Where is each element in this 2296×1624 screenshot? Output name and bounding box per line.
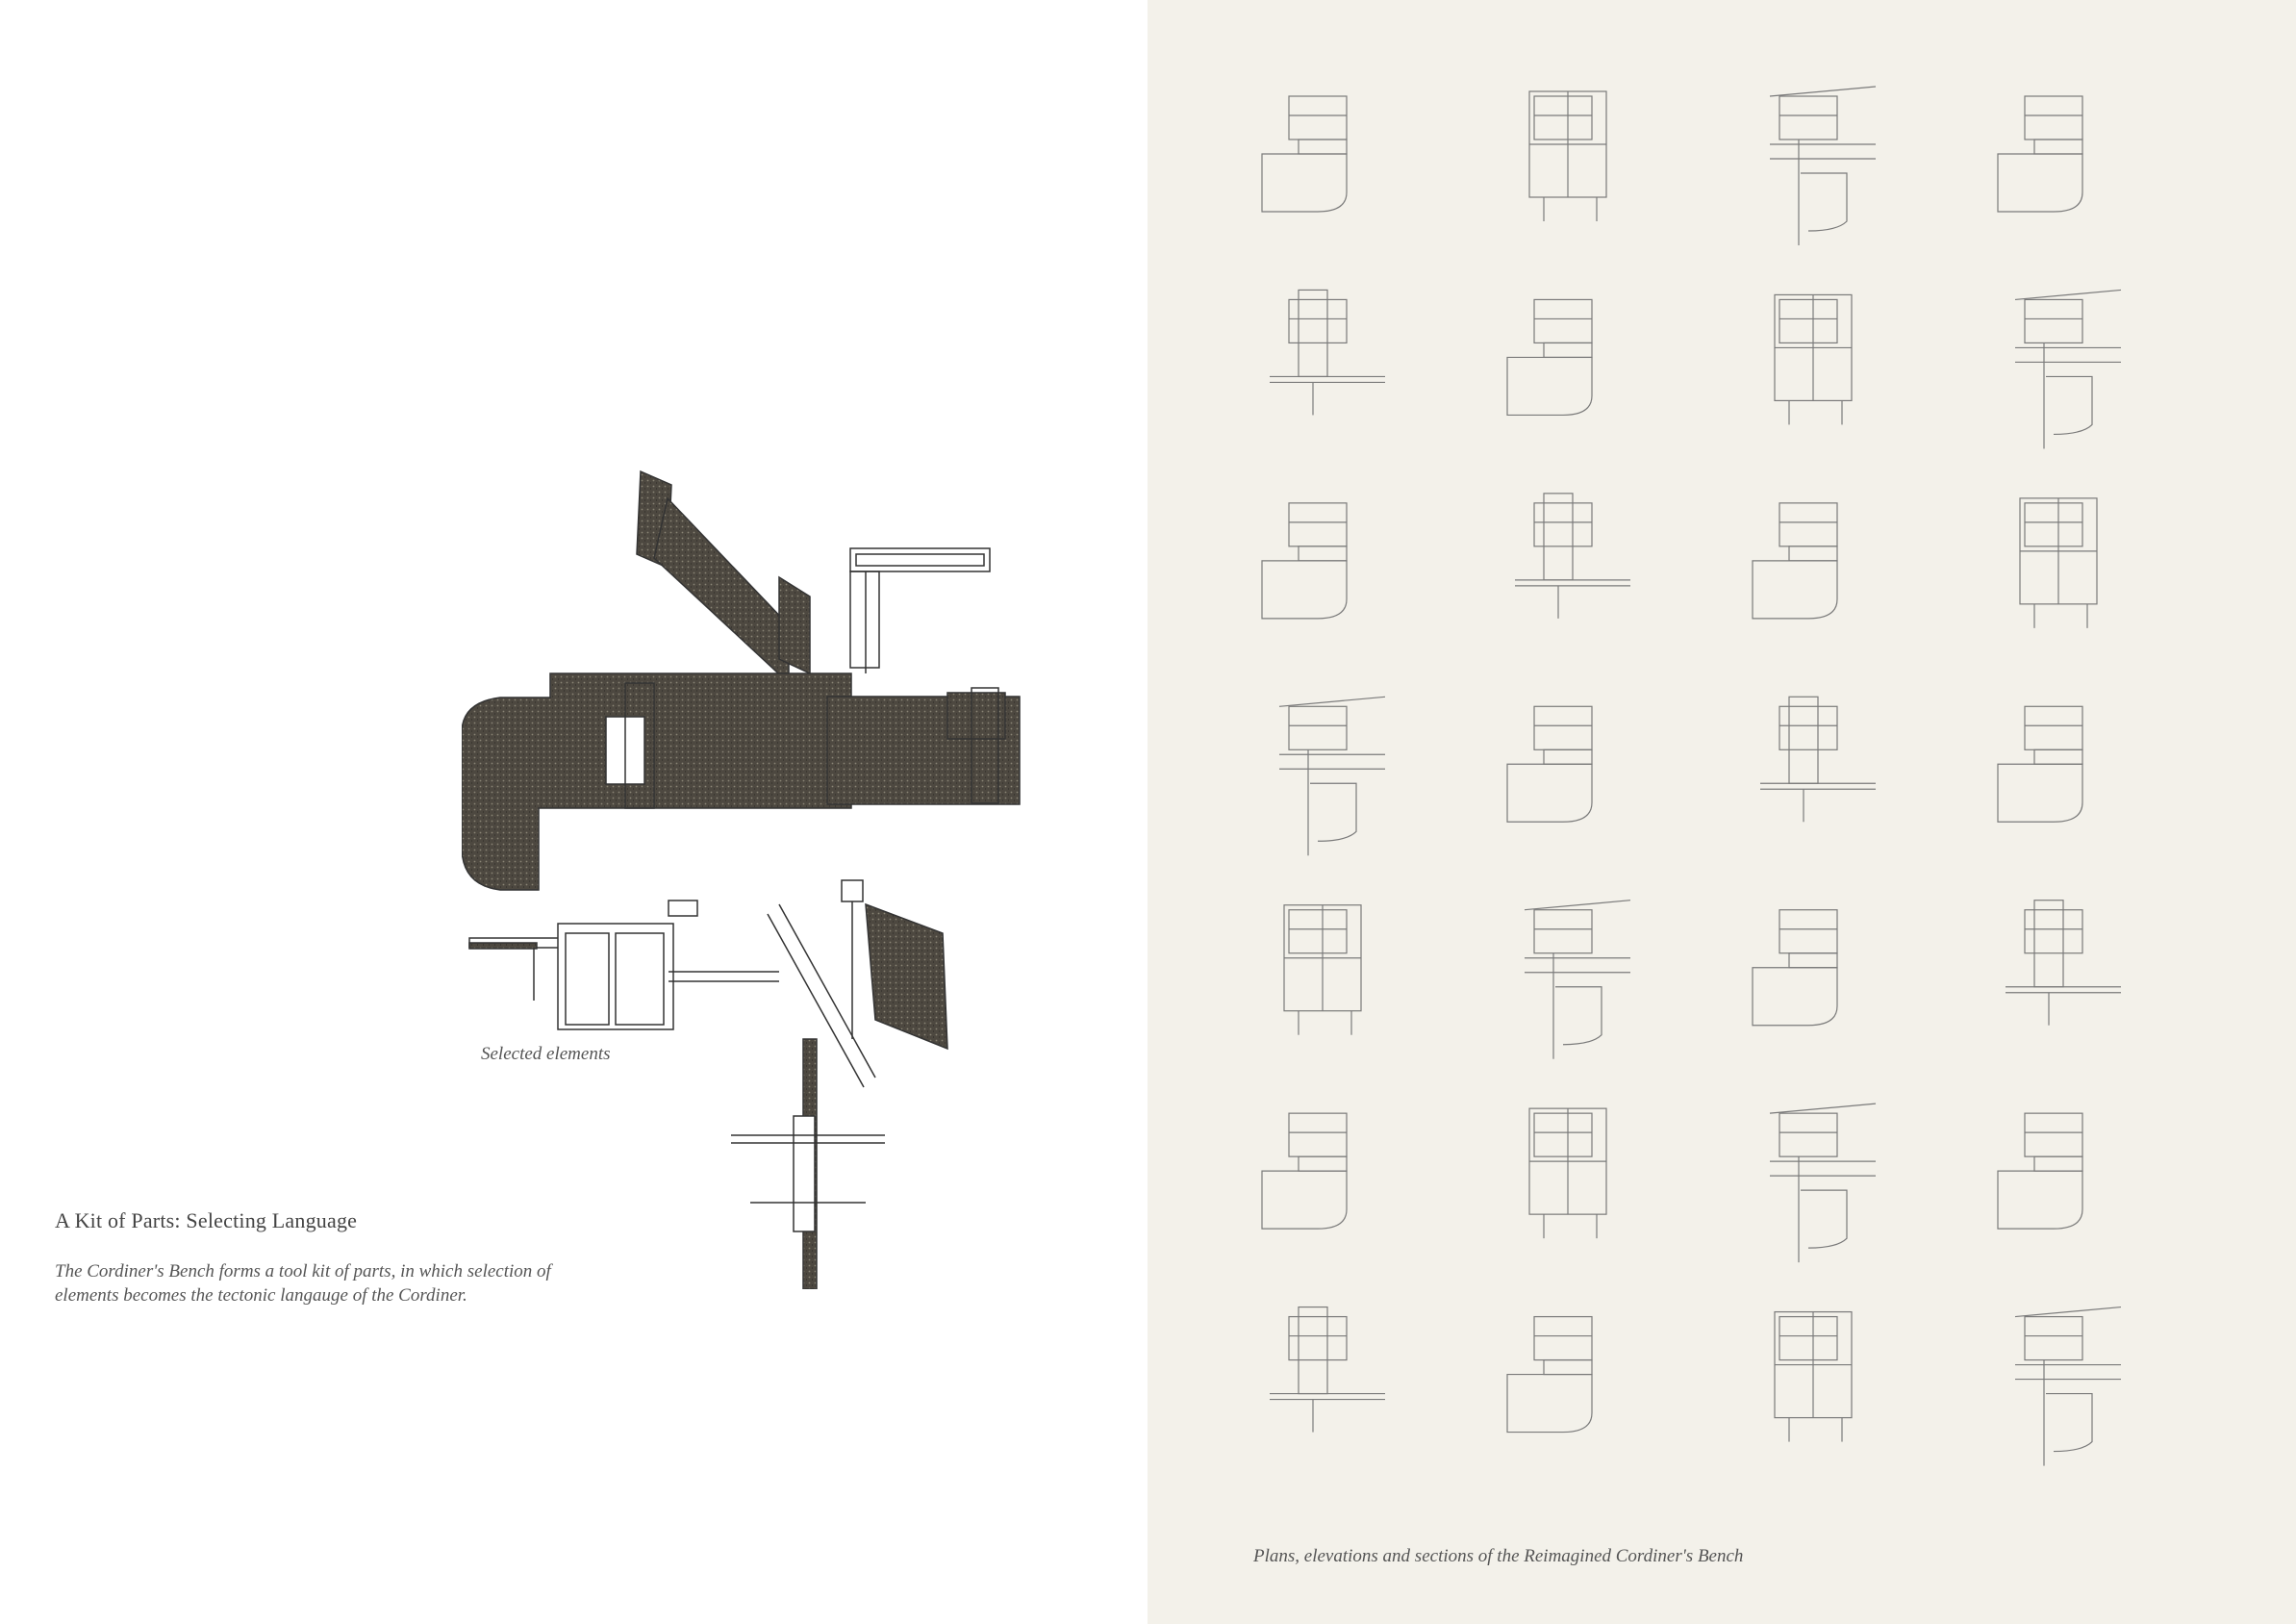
bench-drawing bbox=[1270, 289, 1385, 416]
bench-drawing bbox=[1283, 904, 1362, 1035]
bench-drawing bbox=[1261, 1112, 1348, 1230]
description: The Cordiner's Bench forms a tool kit of… bbox=[55, 1259, 555, 1307]
bench-drawing bbox=[1506, 1315, 1593, 1434]
bench-drawing bbox=[1769, 1103, 1877, 1263]
bench-drawing bbox=[1261, 95, 1348, 213]
bench-drawing bbox=[1506, 298, 1593, 417]
bench-drawing bbox=[1528, 90, 1607, 221]
grid-caption: Plans, elevations and sections of the Re… bbox=[1253, 1546, 1744, 1566]
bench-drawing bbox=[1997, 1112, 2083, 1230]
bench-drawing bbox=[1997, 95, 2083, 213]
bench-drawing bbox=[1774, 293, 1853, 425]
left-panel: Selected elements A Kit of Parts: Select… bbox=[55, 462, 1097, 1307]
bench-drawing bbox=[1270, 1306, 1385, 1433]
drawing-grid-svg bbox=[1261, 86, 2122, 1466]
selected-elements-collage bbox=[462, 462, 1097, 1289]
bench-drawing bbox=[2014, 1306, 2122, 1466]
bench-drawing bbox=[1769, 86, 1877, 245]
bench-drawing bbox=[1515, 493, 1630, 619]
bench-drawing bbox=[1278, 696, 1386, 856]
bench-drawing bbox=[1760, 696, 1876, 823]
description-line: The Cordiner's Bench forms a tool kit of… bbox=[55, 1261, 551, 1281]
bench-drawing bbox=[1997, 705, 2083, 823]
bench-drawing bbox=[1524, 900, 1631, 1059]
bench-drawing bbox=[2019, 497, 2098, 628]
bench-drawing bbox=[2006, 900, 2121, 1026]
bench-drawing bbox=[2014, 289, 2122, 449]
bench-drawing bbox=[1752, 502, 1838, 620]
bench-drawing bbox=[1774, 1310, 1853, 1442]
drawing-grid bbox=[1241, 77, 2222, 1501]
description-line: elements becomes the tectonic langauge o… bbox=[55, 1285, 467, 1306]
collage-caption: Selected elements bbox=[481, 1044, 611, 1064]
collage-drawing bbox=[462, 469, 1021, 1289]
page-title: A Kit of Parts: Selecting Language bbox=[55, 1208, 358, 1232]
bench-drawing bbox=[1261, 502, 1348, 620]
right-panel bbox=[1148, 0, 2296, 1624]
bench-drawing bbox=[1506, 705, 1593, 823]
bench-drawing bbox=[1528, 1107, 1607, 1239]
bench-drawing bbox=[1752, 909, 1838, 1027]
